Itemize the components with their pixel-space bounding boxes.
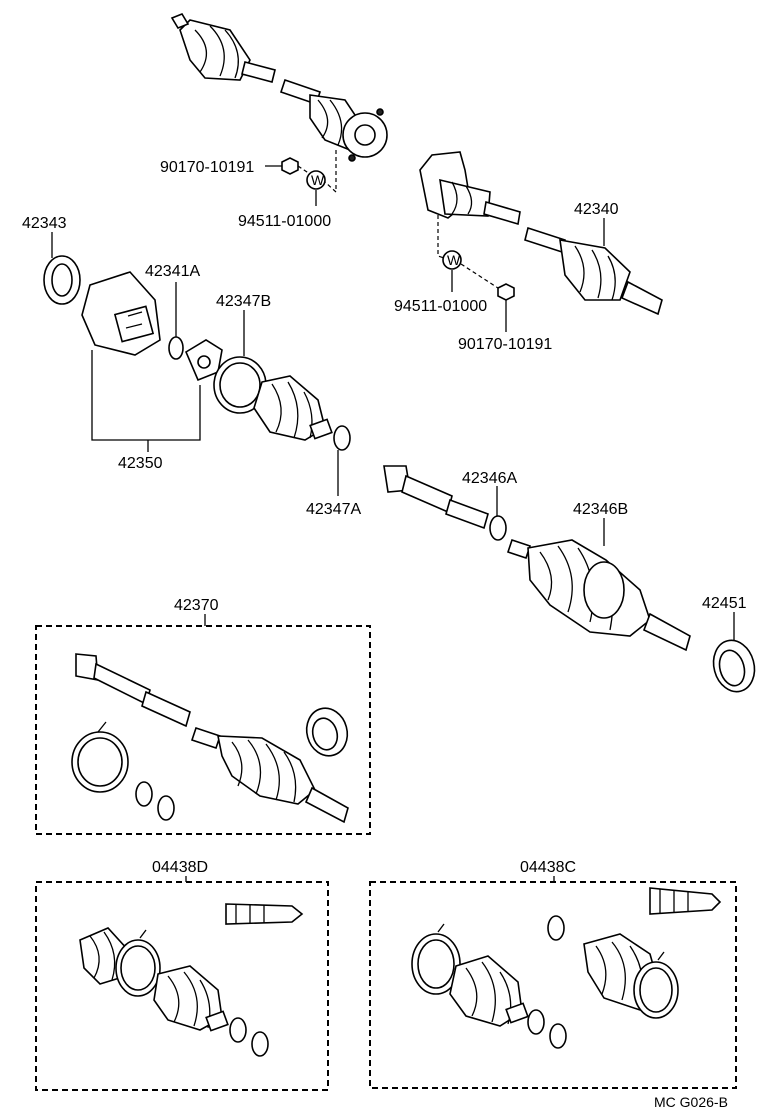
- label-90170-10191-top: 90170-10191: [160, 159, 254, 176]
- nut-washer-right: W: [437, 215, 515, 332]
- label-42370: 42370: [174, 597, 219, 614]
- diagram-reference-code: MC G026-B: [654, 1094, 728, 1110]
- label-42343: 42343: [22, 215, 67, 232]
- label-04438c: 04438C: [520, 859, 576, 876]
- part-42347a-boot-clamp: [333, 425, 351, 451]
- kit-box-04438d: [35, 881, 329, 1091]
- label-94511-01000-right: 94511-01000: [394, 298, 487, 315]
- label-42347a: 42347A: [306, 501, 361, 518]
- part-42341a-snap-ring: [168, 336, 184, 360]
- label-42340: 42340: [574, 201, 619, 218]
- drive-shaft-assembly-top: [170, 13, 388, 162]
- kit-box-04438c: [369, 881, 737, 1089]
- washer-letter-w1: W: [311, 172, 325, 188]
- label-90170-10191-right: 90170-10191: [458, 336, 552, 353]
- label-04438d: 04438D: [152, 859, 208, 876]
- label-42346a: 42346A: [462, 470, 517, 487]
- part-inner-boot: [253, 375, 333, 441]
- kit-box-42370: [35, 625, 371, 835]
- part-42350-joint-housing: [81, 271, 161, 356]
- part-tripod-joint: [184, 339, 223, 382]
- part-42370-shaft-assembly: [71, 653, 349, 824]
- nut-washer-top: W: [265, 150, 337, 206]
- kit-04438c-parts: [411, 887, 722, 1049]
- washer-letter-w2: W: [447, 252, 461, 268]
- label-42341a: 42341A: [145, 263, 200, 280]
- part-42343-dust-cover: [43, 255, 81, 305]
- drive-shaft-outer-assembly: [383, 465, 691, 652]
- label-42346b: 42346B: [573, 501, 628, 518]
- kit-04438d-parts: [79, 903, 304, 1057]
- label-42347b: 42347B: [216, 293, 271, 310]
- part-42451-ring: [712, 639, 756, 693]
- label-42350: 42350: [118, 455, 163, 472]
- label-94511-01000-top: 94511-01000: [238, 213, 331, 230]
- drive-shaft-assembly-42340: [419, 151, 663, 316]
- label-42451: 42451: [702, 595, 747, 612]
